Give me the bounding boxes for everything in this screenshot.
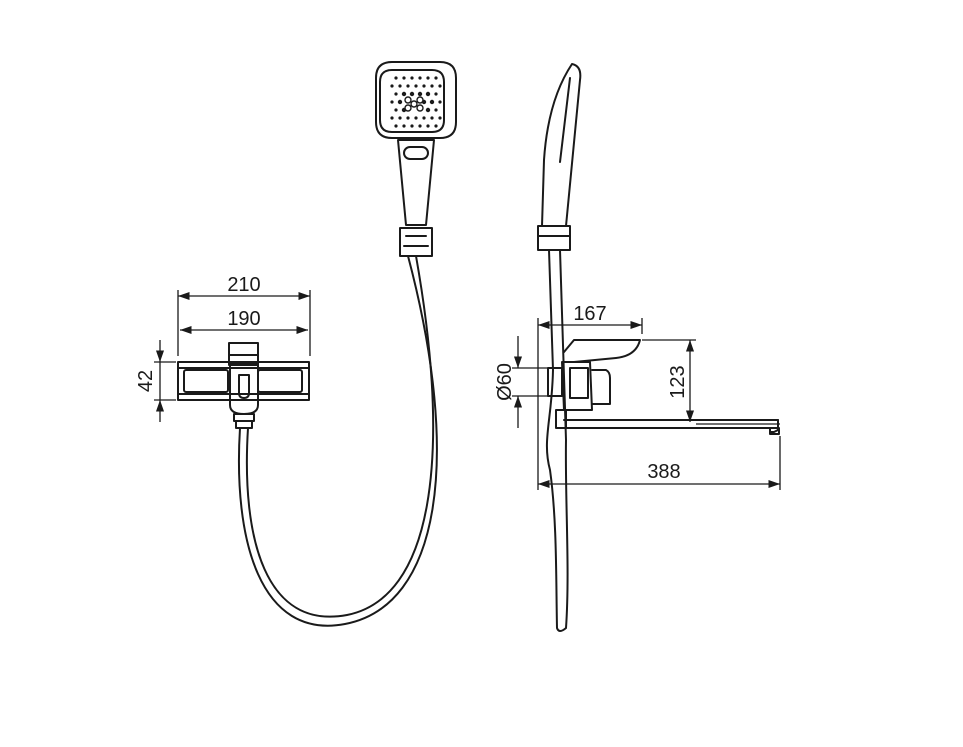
dimension-diameter-60: Ø60 (494, 363, 516, 401)
hand-shower-front (375, 61, 457, 257)
dimension-42: 42 (135, 370, 157, 392)
dimension-388: 388 (647, 461, 680, 483)
front-dimension-lines (154, 290, 311, 422)
dimension-123: 123 (667, 365, 689, 398)
dimension-167: 167 (573, 303, 606, 325)
side-hose (545, 249, 569, 632)
side-dimension-lines (512, 318, 781, 490)
dimension-210: 210 (227, 274, 260, 296)
dimension-190: 190 (227, 308, 260, 330)
shower-hose (237, 255, 438, 627)
hand-shower-side (537, 63, 582, 251)
front-mixer-body (177, 342, 310, 429)
side-mixer-body (547, 339, 780, 435)
